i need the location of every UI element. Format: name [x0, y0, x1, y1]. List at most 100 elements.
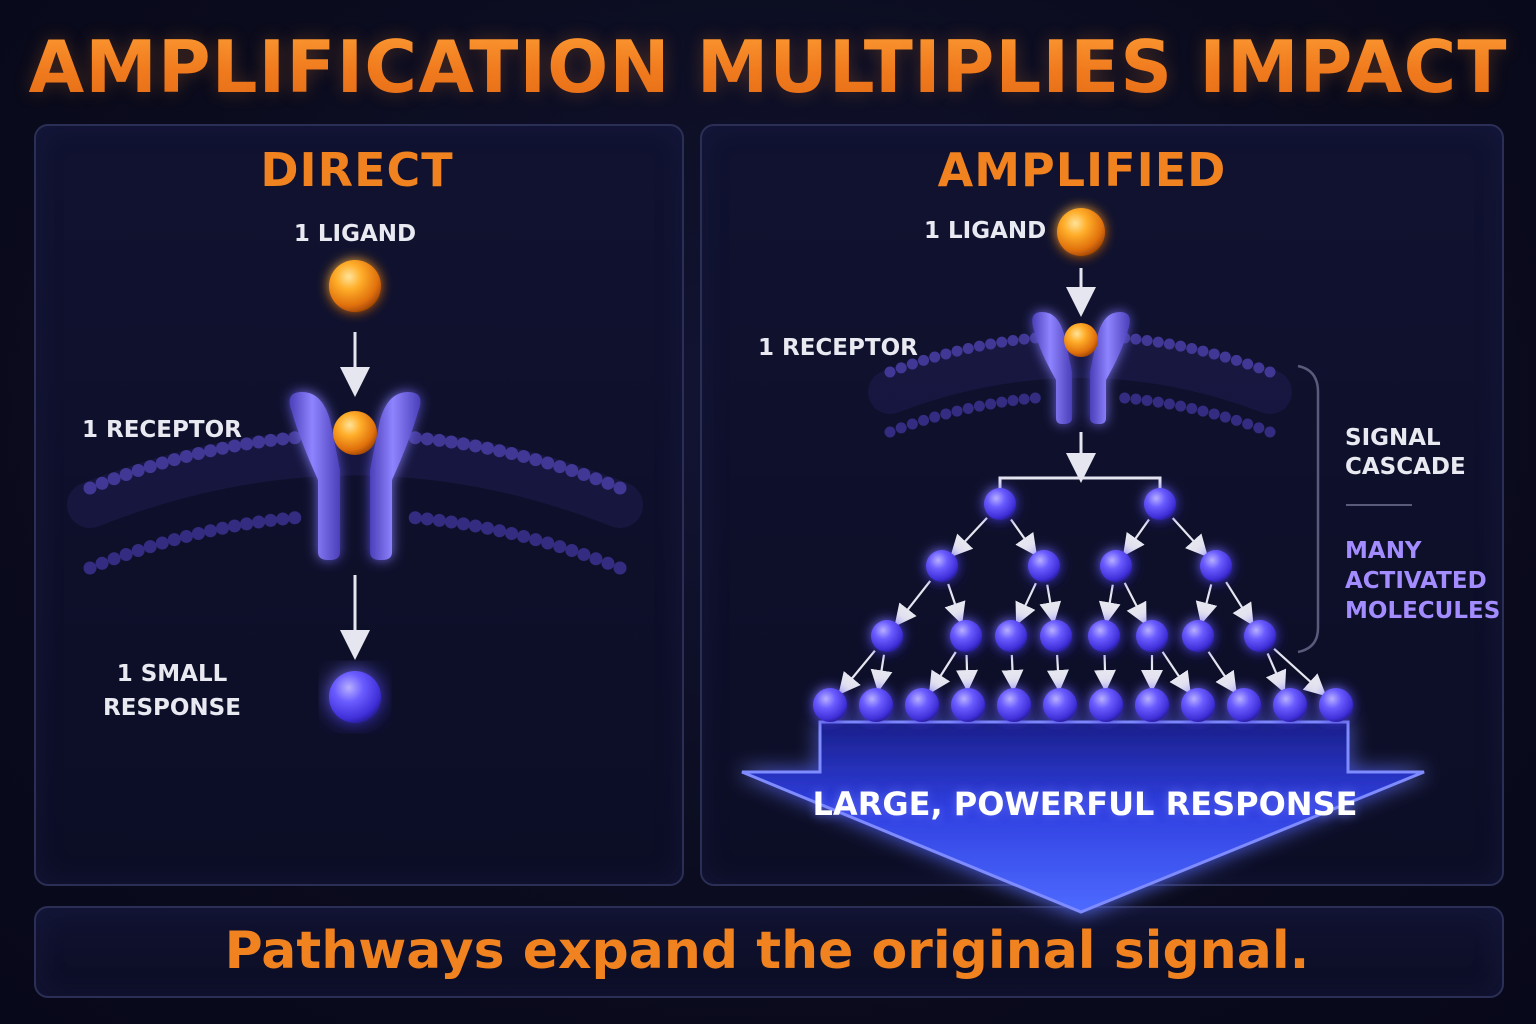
- lipid-bead: [408, 431, 422, 445]
- lipid-bead: [951, 405, 963, 417]
- lipid-bead: [1152, 336, 1164, 348]
- cascade-label-2: CASCADE: [1345, 454, 1466, 480]
- activated-molecule-icon: [995, 620, 1027, 652]
- direct-bound-ligand-icon: [333, 411, 377, 455]
- lipid-bead: [1163, 338, 1175, 350]
- lipid-bead: [264, 433, 278, 447]
- lipid-bead: [1029, 392, 1041, 404]
- lipid-bead: [408, 511, 422, 525]
- lipid-bead: [895, 422, 907, 434]
- lipid-bead: [1163, 398, 1175, 410]
- lipid-bead: [95, 556, 109, 570]
- lipid-bead: [1018, 393, 1030, 405]
- lipid-bead: [1119, 392, 1131, 404]
- lipid-bead: [216, 441, 229, 455]
- cascade-arrow: [1195, 584, 1218, 625]
- lipid-bead: [985, 338, 997, 350]
- lipid-bead: [906, 418, 918, 430]
- activated-molecule-icon: [1043, 688, 1077, 722]
- lipid-bead: [444, 435, 458, 449]
- cascade-arrow: [1001, 654, 1024, 693]
- lipid-bead: [1253, 422, 1265, 434]
- lipid-bead: [884, 366, 896, 378]
- lipid-bead: [1186, 342, 1198, 354]
- lipid-bead: [1197, 405, 1209, 417]
- lipid-bead: [493, 524, 507, 538]
- lipid-bead: [962, 342, 974, 354]
- activated-molecule-icon: [1319, 688, 1353, 722]
- activated-molecule-icon: [950, 620, 982, 652]
- cascade-brace: [1297, 364, 1320, 654]
- lipid-bead: [1186, 402, 1198, 414]
- lipid-bead: [432, 433, 446, 447]
- lipid-bead: [107, 552, 121, 566]
- lipid-bead: [468, 519, 482, 533]
- lipid-bead: [613, 561, 627, 575]
- activated-molecule-icon: [1144, 488, 1176, 520]
- lipid-bead: [589, 472, 603, 486]
- lipid-bead: [565, 463, 579, 477]
- lipid-bead: [481, 441, 494, 455]
- amplified-heading: AMPLIFIED: [937, 143, 1227, 197]
- lipid-bead: [895, 362, 907, 374]
- lipid-bead: [1242, 418, 1254, 430]
- lipid-bead: [929, 411, 941, 423]
- cascade-nodes: [813, 488, 1353, 722]
- lipid-bead: [228, 439, 242, 453]
- lipid-bead: [155, 456, 169, 470]
- activated-molecule-icon: [1136, 620, 1168, 652]
- activated-molecule-icon: [951, 688, 985, 722]
- lipid-bead: [1152, 396, 1164, 408]
- lipid-bead: [481, 521, 494, 535]
- lipid-bead: [456, 517, 470, 531]
- lipid-bead: [276, 512, 290, 526]
- activated-molecule-icon: [905, 688, 939, 722]
- lipid-bead: [517, 529, 531, 543]
- lipid-bead: [167, 533, 181, 547]
- molecules-label-1: MANY: [1345, 538, 1422, 564]
- lipid-bead: [577, 548, 591, 562]
- lipid-bead: [131, 543, 145, 557]
- lipid-bead: [577, 468, 591, 482]
- cascade-arrow: [1122, 518, 1150, 557]
- caption: Pathways expand the original signal.: [224, 921, 1310, 981]
- lipid-bead: [432, 513, 446, 527]
- lipid-bead: [179, 529, 193, 543]
- activated-molecule-icon: [1040, 620, 1072, 652]
- lipid-bead: [541, 456, 555, 470]
- lipid-bead: [1018, 333, 1030, 345]
- direct-receptor-icon: [289, 392, 421, 560]
- lipid-bead: [1208, 408, 1220, 420]
- lipid-bead: [143, 460, 157, 474]
- lipid-bead: [167, 453, 181, 467]
- activated-molecule-icon: [871, 620, 903, 652]
- lipid-bead: [884, 426, 896, 438]
- direct-response-label-1: 1 SMALL: [116, 661, 228, 687]
- lipid-bead: [517, 449, 531, 463]
- direct-receptor-label: 1 RECEPTOR: [82, 417, 242, 443]
- lipid-bead: [264, 513, 278, 527]
- cascade-arrow: [1010, 518, 1038, 557]
- lipid-bead: [589, 552, 603, 566]
- activated-molecule-icon: [1089, 688, 1123, 722]
- lipid-bead: [613, 481, 627, 495]
- lipid-bead: [131, 463, 145, 477]
- cascade-arrow: [1225, 581, 1254, 626]
- lipid-bead: [1141, 334, 1153, 346]
- activated-molecule-icon: [1028, 550, 1060, 582]
- lipid-bead: [83, 481, 97, 495]
- lipid-bead: [444, 515, 458, 529]
- cascade-label-1: SIGNAL: [1345, 425, 1441, 451]
- amplified-bound-ligand-icon: [1064, 323, 1098, 357]
- cascade-arrow: [1046, 654, 1069, 693]
- cascade-arrow: [894, 580, 932, 627]
- activated-molecule-icon: [1244, 620, 1276, 652]
- lipid-bead: [95, 476, 109, 490]
- lipid-bead: [1197, 345, 1209, 357]
- amplified-receptor-label: 1 RECEPTOR: [758, 335, 918, 361]
- lipid-bead: [288, 511, 302, 525]
- lipid-bead: [1007, 394, 1019, 406]
- activated-molecule-icon: [1181, 688, 1215, 722]
- main-title: AMPLIFICATION MULTIPLIES IMPACT: [0, 22, 1536, 112]
